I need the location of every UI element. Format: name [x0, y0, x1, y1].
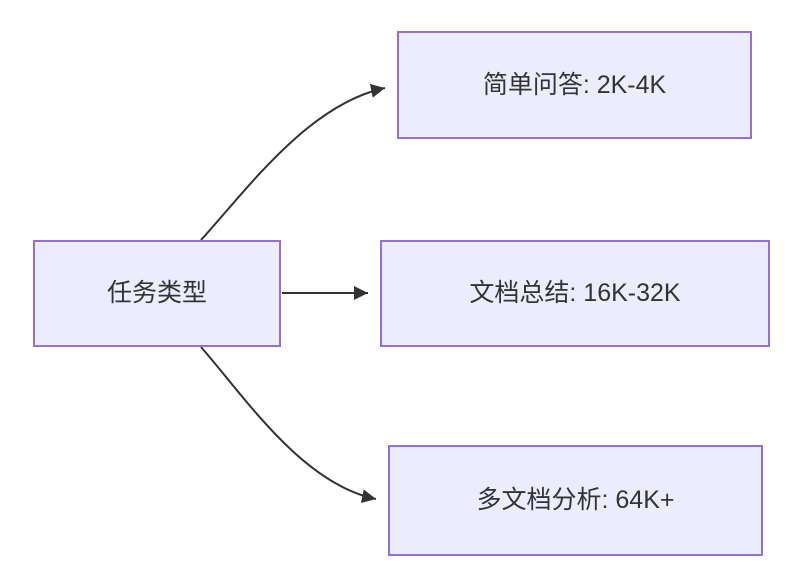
node-multidoc-analysis-label: 多文档分析: 64K+	[476, 486, 675, 515]
node-simple-qa: 简单问答: 2K-4K	[397, 31, 752, 139]
node-doc-summary: 文档总结: 16K-32K	[380, 240, 770, 347]
node-task-type: 任务类型	[33, 240, 281, 347]
edge-root-to-multi	[200, 346, 377, 504]
node-doc-summary-label: 文档总结: 16K-32K	[469, 279, 681, 308]
edge-root-to-qa	[200, 84, 386, 241]
node-task-type-label: 任务类型	[106, 279, 207, 308]
node-simple-qa-label: 简单问答: 2K-4K	[482, 70, 667, 99]
node-multidoc-analysis: 多文档分析: 64K+	[388, 445, 763, 556]
